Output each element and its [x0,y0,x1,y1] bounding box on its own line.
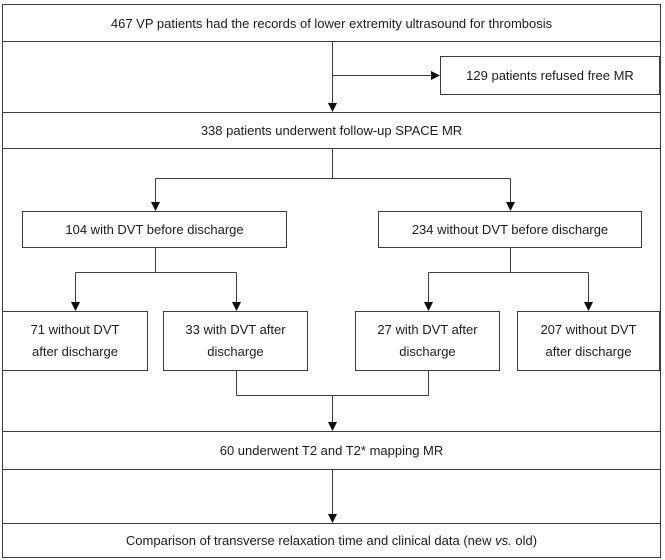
arrowhead-to-33 [232,302,241,311]
node-comparison: Comparison of transverse relaxation time… [2,523,661,558]
node-129-refused-mr: 129 patients refused free MR [440,56,660,95]
comparison-text-vs: vs. [495,533,512,548]
node-71-no-dvt-after-discharge: 71 without DVT after discharge [2,311,148,371]
node-338-space-mr: 338 patients underwent follow-up SPACE M… [2,112,661,149]
comparison-text-after: old) [515,533,538,548]
connector-dvt-before-split [75,248,237,304]
connector-no-dvt-before-split [428,248,589,304]
node-60-t2-mapping-mr: 60 underwent T2 and T2* mapping MR [2,431,661,470]
node-104-dvt-before-discharge: 104 with DVT before discharge [22,211,287,248]
node-207-no-dvt-after-discharge: 207 without DVT after discharge [517,311,660,371]
arrowhead-to-no-dvt-before [506,202,515,211]
node-467-ultrasound: 467 VP patients had the records of lower… [2,4,661,42]
node-234-no-dvt-before-discharge: 234 without DVT before discharge [378,211,642,248]
arrowhead-to-t2 [328,422,337,431]
arrowhead-to-comparison [328,514,337,523]
comparison-text-before: Comparison of transverse relaxation time… [125,533,492,548]
node-27-dvt-after-discharge: 27 with DVT after discharge [355,311,500,371]
node-33-dvt-after-discharge: 33 with DVT after discharge [163,311,308,371]
arrowhead-to-207 [584,302,593,311]
arrowhead-to-dvt-before [151,202,160,211]
arrowhead-to-space [328,103,337,112]
arrowhead-to-71 [71,302,80,311]
connector-merge-to-t2 [236,371,429,424]
arrowhead-to-27 [424,302,433,311]
arrowhead-to-refused [431,71,440,80]
connector-space-split [155,149,511,204]
